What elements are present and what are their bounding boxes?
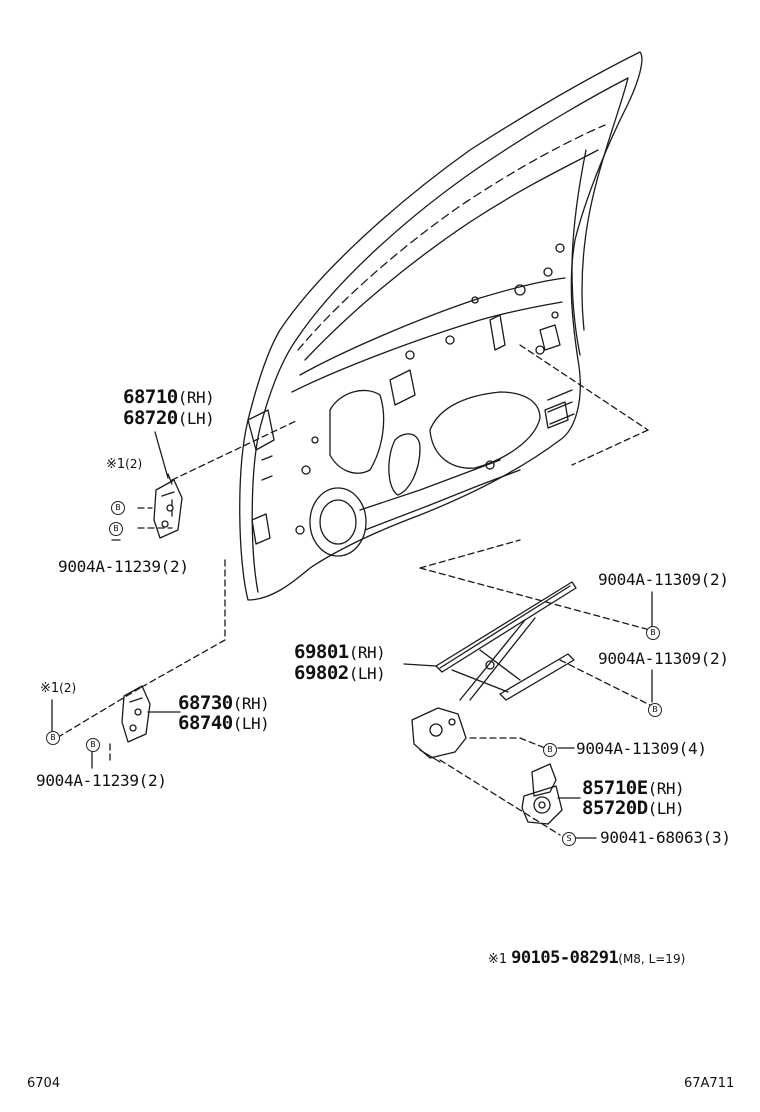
regulator-lh-side: (LH) [348, 664, 386, 683]
lower-hinge-note-mark: ※1 [40, 681, 60, 696]
bolt-tag-regulator-bottom: B [543, 743, 557, 757]
footnote-spec: (M8, L=19) [618, 952, 686, 966]
inner-panel-openings [295, 243, 575, 557]
motor-screw-label: 90041-68063(3) [600, 828, 731, 847]
lower-hinge-note: ※1(2) [40, 680, 76, 696]
lower-hinge-rh-number: 68730 [178, 692, 233, 714]
lower-hinge-lh-label: 68740(LH) [178, 712, 270, 734]
regulator-bolt-bottom-label: 9004A-11309(4) [576, 739, 707, 758]
regulator-bolt-mid-label: 9004A-11309(2) [598, 649, 729, 668]
regulator-rh-label: 69801(RH) [294, 641, 386, 663]
lower-hinge-lh-number: 68740 [178, 712, 233, 734]
lower-hinge-lh-side: (LH) [232, 714, 270, 733]
door-panel-outline [239, 51, 643, 601]
upper-hinge-bolt-label: 9004A-11239(2) [58, 557, 189, 576]
motor-rh-number: 85710E [582, 777, 648, 799]
upper-hinge-note-mark: ※1 [106, 457, 126, 472]
upper-hinge-note-qty: (2) [125, 457, 143, 471]
bolt-tag-upper-2: B [109, 522, 123, 536]
regulator-lh-number: 69802 [294, 662, 349, 684]
regulator-rh-number: 69801 [294, 641, 349, 663]
regulator-motor-part [521, 763, 563, 825]
upper-hinge-rh-label: 68710(RH) [123, 386, 215, 408]
lower-hinge-part [121, 685, 151, 743]
bolt-tag-lower-2: B [86, 738, 100, 752]
left-corner-code: 6704 [27, 1076, 61, 1091]
window-regulator-part [411, 581, 577, 763]
footnote: ※1 90105-08291(M8, L=19) [488, 950, 685, 967]
regulator-rh-side: (RH) [348, 643, 386, 662]
motor-lh-number: 85720D [582, 797, 648, 819]
bolt-tag-regulator-top: B [646, 626, 660, 640]
assembly-lines [59, 344, 651, 836]
motor-rh-side: (RH) [647, 779, 685, 798]
motor-rh-label: 85710E(RH) [582, 777, 685, 799]
hinge-edge [247, 409, 275, 545]
motor-lh-side: (LH) [647, 799, 685, 818]
upper-hinge-lh-label: 68720(LH) [123, 407, 215, 429]
leader-lines [51, 431, 653, 839]
lower-hinge-rh-label: 68730(RH) [178, 692, 270, 714]
upper-hinge-lh-number: 68720 [123, 407, 178, 429]
bolt-tag-regulator-mid: B [648, 703, 662, 717]
upper-hinge-rh-number: 68710 [123, 386, 178, 408]
lower-hinge-note-qty: (2) [59, 681, 77, 695]
right-corner-code: 67A711 [684, 1076, 735, 1091]
upper-hinge-lh-side: (LH) [177, 409, 215, 428]
bolt-tag-lower-1: B [46, 731, 60, 745]
screw-tag-motor: S [562, 832, 576, 846]
regulator-lh-label: 69802(LH) [294, 662, 386, 684]
bolt-tag-upper-1: B [111, 501, 125, 515]
motor-lh-label: 85720D(LH) [582, 797, 685, 819]
footnote-mark: ※1 [488, 952, 508, 967]
lower-hinge-bolt-label: 9004A-11239(2) [36, 771, 167, 790]
regulator-bolt-top-label: 9004A-11309(2) [598, 570, 729, 589]
upper-hinge-rh-side: (RH) [177, 388, 215, 407]
upper-hinge-part [153, 473, 183, 539]
lower-hinge-rh-side: (RH) [232, 694, 270, 713]
upper-hinge-note: ※1(2) [106, 456, 142, 472]
footnote-part: 90105-08291 [511, 948, 619, 968]
